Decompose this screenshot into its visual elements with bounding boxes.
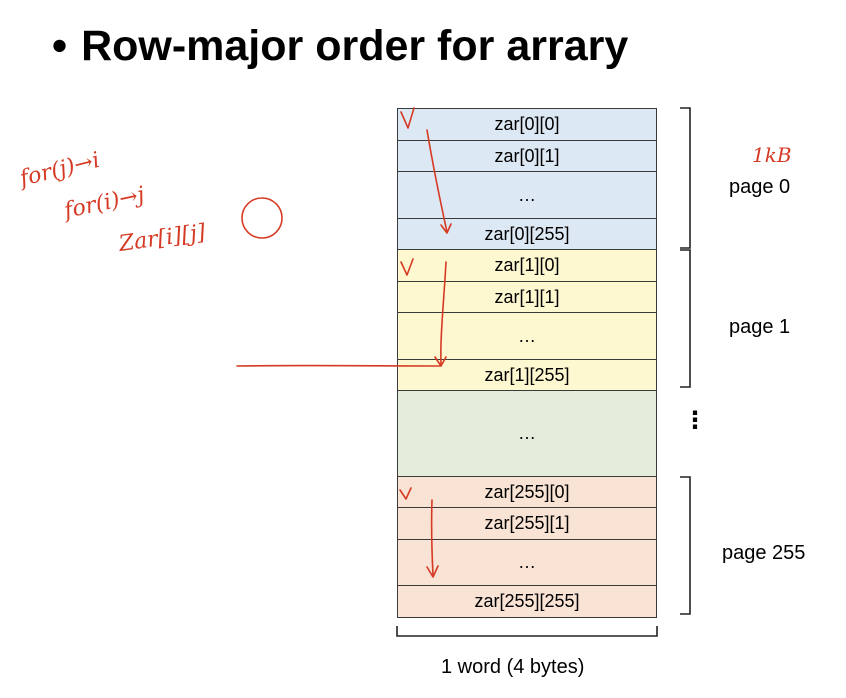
cell-middle-ellipsis: … [397,390,657,477]
cell-zar-255-255: zar[255][255] [397,585,657,618]
cell-zar-255-1: zar[255][1] [397,507,657,540]
bracket-page-0 [680,107,691,249]
cell-zar-1-0: zar[1][0] [397,249,657,282]
cell-page255-ellipsis: … [397,538,657,587]
page-1-label: page 1 [729,316,791,338]
cell-page1-ellipsis: … [397,312,657,360]
cell-zar-1-1: zar[1][1] [397,280,657,314]
cell-zar-0-255: zar[0][255] [397,217,657,251]
cell-zar-1-255: zar[1][255] [397,358,657,392]
handwritten-line-2: for(i)→j [60,182,147,224]
page-0-label: page 0 [729,176,791,198]
handwritten-circle [241,197,283,239]
bracket-word-width [396,626,658,637]
vertical-ellipsis: ⋮ [683,407,707,434]
bracket-page-255 [680,476,691,615]
handwritten-size-note: 1kB [752,143,792,167]
cell-zar-0-0: zar[0][0] [397,108,657,141]
handwritten-line-1: for(j)→i [15,148,102,192]
cell-zar-0-1: zar[0][1] [397,139,657,173]
cell-zar-255-0: zar[255][0] [397,475,657,509]
word-width-label: 1 word (4 bytes) [441,656,585,678]
title-text: Row-major order for arrary [81,22,629,70]
bracket-page-1 [680,249,691,388]
memory-layout: zar[0][0] zar[0][1] … zar[0][255] zar[1]… [397,108,657,618]
slide-title: • Row-major order for arrary [52,22,628,71]
title-bullet: • [52,22,68,70]
handwritten-line-3: Zar[i][j] [116,220,207,257]
page-255-label: page 255 [722,542,806,564]
cell-page0-ellipsis: … [397,171,657,219]
